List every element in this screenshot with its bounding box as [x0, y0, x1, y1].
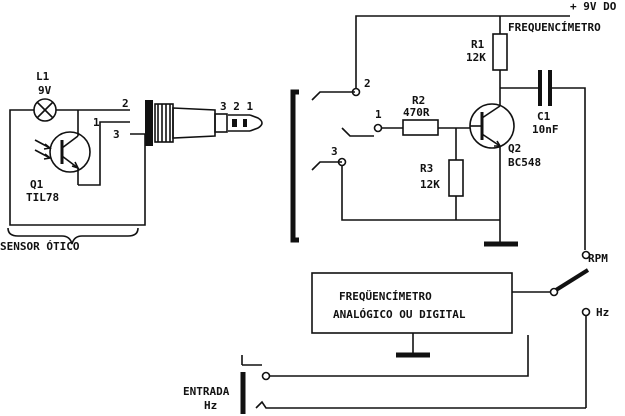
label-r2-value: 470R: [403, 106, 430, 119]
label-jack-pin-1: 1: [375, 108, 382, 121]
label-sensor-otico: SENSOR ÓTICO: [0, 240, 80, 253]
sensor-brace: [7, 227, 139, 245]
resistor-r2: [402, 119, 439, 136]
label-entrada-hz: Hz: [204, 399, 217, 412]
resistor-r3: [448, 159, 464, 197]
switch-hz-contact: [581, 307, 591, 317]
label-jack-pin-3: 3: [331, 145, 338, 158]
label-rpm: RPM: [588, 252, 608, 265]
switch-rpm-contact: [581, 250, 591, 260]
label-l1: L1: [36, 70, 50, 83]
wire-supply-rail: [355, 15, 570, 88]
label-plug-wire-2: 2: [122, 97, 129, 110]
frequency-meter-box: [311, 272, 513, 334]
plug-connector: [145, 100, 263, 146]
label-jack-pin-2: 2: [364, 77, 371, 90]
label-entrada: ENTRADA: [183, 385, 230, 398]
label-meter-line2: ANALÓGICO OU DIGITAL: [333, 308, 466, 321]
input-jack: [290, 87, 383, 243]
label-meter-line1: FREQÜENCÍMETRO: [339, 289, 432, 303]
transistor-q2: [469, 88, 515, 244]
label-c1-value: 10nF: [532, 123, 559, 136]
label-hz: Hz: [596, 306, 609, 319]
switch-lever: [554, 268, 590, 292]
label-supply-source: FREQUENCÍMETRO: [508, 21, 601, 34]
sensor-frame-wire: [9, 109, 146, 226]
label-supply: + 9V DO: [570, 0, 617, 13]
label-plug-wire-3: 3: [113, 128, 120, 141]
label-r3-value: 12K: [420, 178, 440, 191]
label-c1: C1: [537, 110, 551, 123]
label-q1-value: TIL78: [26, 191, 59, 204]
label-q1: Q1: [30, 178, 44, 191]
phototransistor-q1: [34, 110, 130, 186]
resistor-r1: [492, 33, 508, 71]
label-q2-value: BC548: [508, 156, 541, 169]
label-r2: R2: [412, 94, 425, 107]
label-q2: Q2: [508, 142, 521, 155]
switch-common: [549, 287, 559, 297]
label-l1-value: 9V: [38, 84, 52, 97]
label-plug-pins: 3 2 1: [220, 100, 253, 113]
label-r1-value: 12K: [466, 51, 486, 64]
lamp-l1: [33, 98, 57, 122]
label-r1: R1: [471, 38, 485, 51]
label-r3: R3: [420, 162, 433, 175]
label-plug-wire-1: 1: [93, 116, 100, 129]
